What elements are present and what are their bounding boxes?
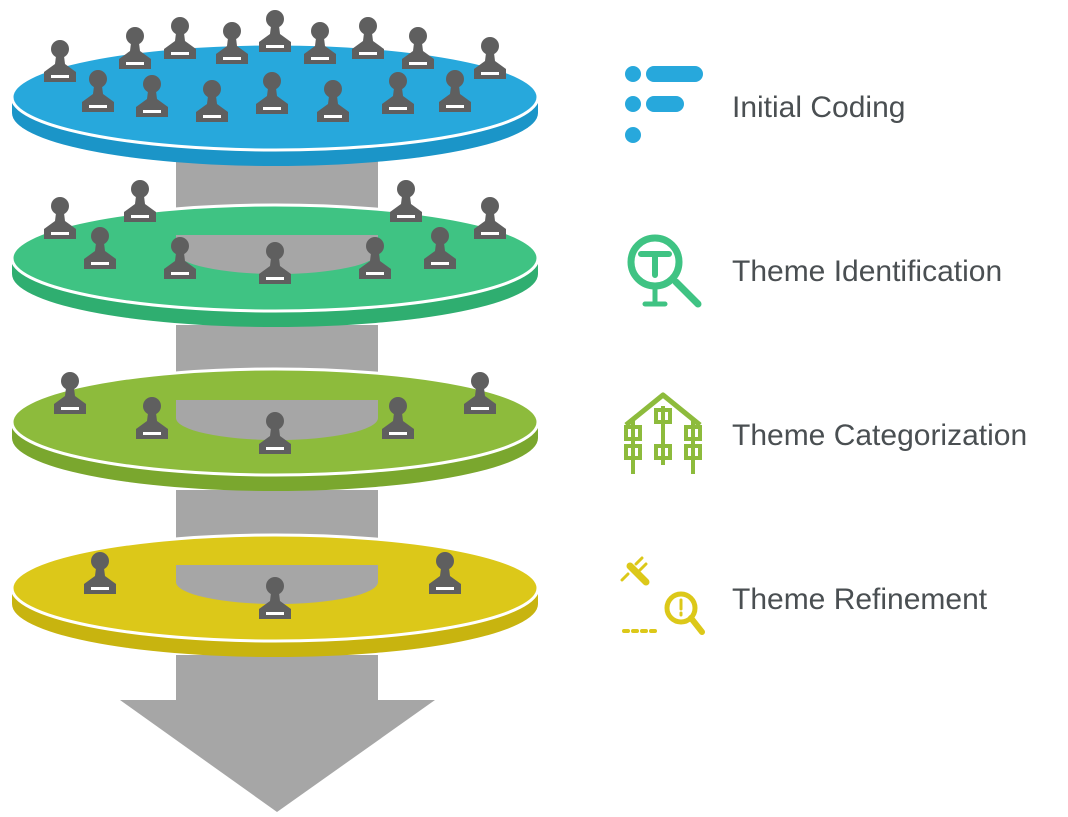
stage-label-initial-coding: Initial Coding: [732, 91, 905, 124]
theme-search-icon: [627, 234, 702, 308]
hierarchy-tree-icon: [624, 392, 702, 474]
person-icon: [119, 27, 151, 69]
person-icon: [44, 40, 76, 82]
person-icon: [44, 197, 76, 239]
refine-plug-search-icon: [620, 556, 705, 635]
person-icon: [390, 180, 422, 222]
stage-label-theme-identification: Theme Identification: [732, 255, 1002, 288]
person-icon: [259, 10, 291, 52]
down-arrow: [120, 700, 435, 812]
stage-label-theme-categorization: Theme Categorization: [732, 419, 1027, 452]
list-bullets-icon: [625, 66, 703, 143]
person-icon: [352, 17, 384, 59]
person-icon: [474, 197, 506, 239]
person-icon: [124, 180, 156, 222]
stage-label-theme-refinement: Theme Refinement: [732, 583, 988, 616]
person-icon: [164, 17, 196, 59]
person-icon: [474, 37, 506, 79]
person-icon: [402, 27, 434, 69]
